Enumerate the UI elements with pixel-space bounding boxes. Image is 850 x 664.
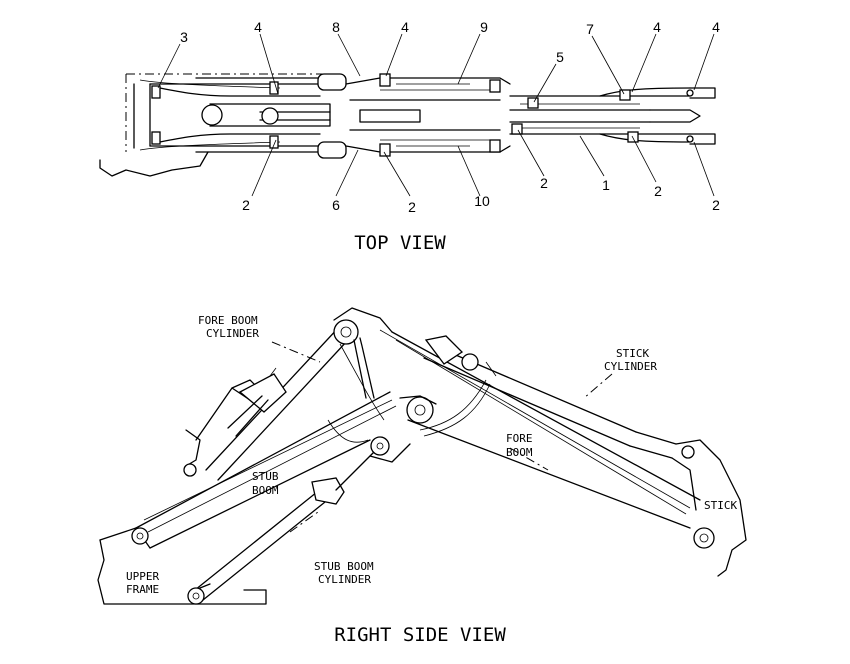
label-stub-boom-cylinder: STUB BOOM bbox=[314, 560, 374, 573]
side-view-drawing bbox=[97, 307, 747, 605]
callout-10: 10 bbox=[474, 193, 490, 209]
callout-2: 2 bbox=[540, 175, 548, 191]
label-stick-cylinder: STICK bbox=[616, 347, 649, 360]
callout-2: 2 bbox=[242, 197, 250, 213]
label-fore-boom-cylinder: FORE BOOM bbox=[198, 314, 258, 327]
callout-2: 2 bbox=[408, 199, 416, 215]
callout-6: 6 bbox=[332, 197, 340, 213]
callout-2: 2 bbox=[654, 183, 662, 199]
label-stick-cylinder: CYLINDER bbox=[604, 360, 657, 373]
side-view-leaders bbox=[271, 341, 613, 533]
side-view-title: RIGHT SIDE VIEW bbox=[334, 624, 506, 646]
label-fore-boom: FORE bbox=[506, 432, 533, 445]
callout-9: 9 bbox=[480, 19, 488, 35]
callout-5: 5 bbox=[556, 49, 564, 65]
label-fore-boom-cylinder: CYLINDER bbox=[206, 327, 259, 340]
label-upper-frame: FRAME bbox=[126, 583, 159, 596]
callout-3: 3 bbox=[180, 29, 188, 45]
label-stick: STICK bbox=[704, 499, 737, 512]
callout-2: 2 bbox=[712, 197, 720, 213]
callout-4: 4 bbox=[401, 19, 409, 35]
label-stub-boom: BOOM bbox=[252, 484, 279, 497]
callout-1: 1 bbox=[602, 177, 610, 193]
callout-4: 4 bbox=[653, 19, 661, 35]
top-view-drawing bbox=[99, 33, 716, 197]
label-fore-boom: BOOM bbox=[506, 446, 533, 459]
callout-7: 7 bbox=[586, 21, 594, 37]
callout-8: 8 bbox=[332, 19, 340, 35]
label-stub-boom: STUB bbox=[252, 470, 279, 483]
label-stub-boom-cylinder: CYLINDER bbox=[318, 573, 371, 586]
top-view-title: TOP VIEW bbox=[354, 232, 446, 254]
callout-4: 4 bbox=[254, 19, 262, 35]
label-upper-frame: UPPER bbox=[126, 570, 159, 583]
callout-4: 4 bbox=[712, 19, 720, 35]
